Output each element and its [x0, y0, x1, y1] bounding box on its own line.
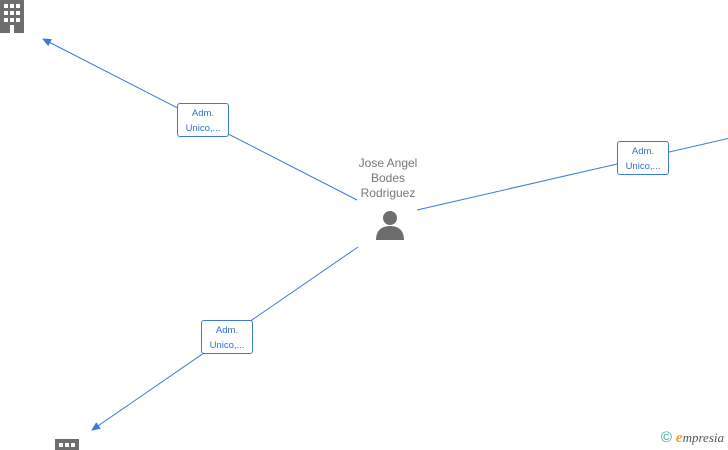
relation-role-detail: Unico,... [625, 161, 661, 172]
relation-label-bottom-left[interactable]: Adm. Unico,... [201, 320, 253, 354]
relation-role: Adm. [631, 146, 655, 157]
logo-text: mpresia [682, 430, 724, 445]
relation-role-detail: Unico,... [209, 340, 245, 351]
brand-footer: © empresia [660, 429, 724, 447]
relation-label-top-left[interactable]: Adm. Unico,... [177, 103, 229, 137]
relation-role: Adm. [191, 108, 215, 119]
logo-initial: e [675, 430, 683, 446]
person-name[interactable]: Jose Angel Bodes Rodriguez [337, 156, 439, 201]
person-name-line: Rodriguez [360, 186, 416, 200]
person-name-line: Bodes [370, 171, 406, 185]
relation-role-detail: Unico,... [185, 123, 221, 134]
relation-role: Adm. [215, 325, 239, 336]
copyright-icon: © [660, 429, 672, 446]
person-name-line: Jose Angel [358, 156, 418, 170]
relation-label-right[interactable]: Adm. Unico,... [617, 141, 669, 175]
person-icon[interactable] [374, 209, 406, 241]
building-icon[interactable] [0, 0, 24, 33]
building-icon[interactable] [55, 439, 79, 450]
edge-right [416, 137, 728, 211]
empresia-logo[interactable]: empresia [676, 430, 724, 446]
